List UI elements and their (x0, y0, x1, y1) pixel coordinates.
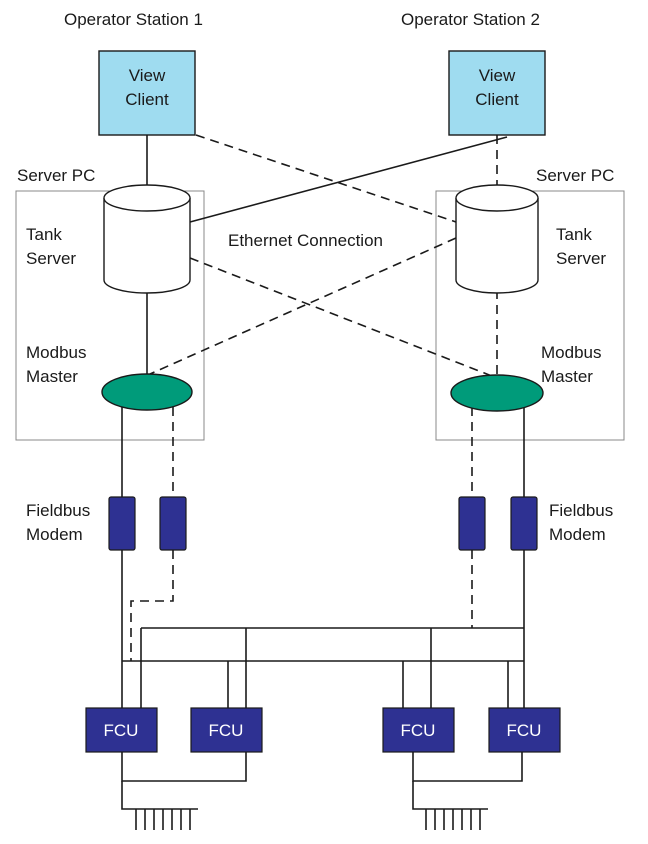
bus-left-dashed (130, 407, 174, 661)
field-bus-left-tail (121, 781, 198, 810)
tank-server-right-icon (455, 184, 539, 294)
view-client-2-line2: Client (475, 90, 519, 109)
tank-server-right-line1: Tank (556, 225, 592, 244)
fcu-3-label: FCU (401, 721, 436, 740)
field-instruments-left (135, 809, 191, 830)
view-client-2: View Client (448, 50, 546, 136)
fcu-2: FCU (190, 707, 263, 753)
tank-server-right-line2: Server (556, 249, 606, 268)
fieldbus-modem-right-primary (510, 496, 538, 551)
modbus-master-right-icon (450, 374, 544, 412)
fieldbus-modem-left-line2: Modem (26, 525, 83, 544)
view-client-1-line1: View (129, 66, 166, 85)
server-pc-left-label: Server PC (17, 166, 95, 185)
modbus-master-left-line1: Modbus (26, 343, 86, 362)
operator-station-2-title: Operator Station 2 (401, 10, 540, 29)
link-vc1-tank-right (195, 134, 457, 223)
tank-server-left-line1: Tank (26, 225, 62, 244)
link-tank-right-modbus-left (149, 237, 457, 375)
fieldbus-modem-left-backup (159, 496, 187, 551)
operator-station-1-title: Operator Station 1 (64, 10, 203, 29)
fieldbus-modem-right-line1: Fieldbus (549, 501, 613, 520)
fcu-4-label: FCU (507, 721, 542, 740)
link-tank-left-modbus-right (189, 257, 498, 379)
view-client-1: View Client (98, 50, 196, 136)
field-instruments-right (425, 809, 481, 830)
modbus-master-right-line2: Master (541, 367, 593, 386)
link-vc2-tank-left (189, 136, 508, 223)
drop-fcu2 (227, 628, 247, 708)
field-bus-right-tail (412, 781, 488, 810)
drop-fcu3 (402, 628, 432, 708)
fieldbus-modem-left-primary (108, 496, 136, 551)
fcu-3: FCU (382, 707, 455, 753)
fcu-left-bottom-link (121, 752, 247, 782)
fcu-right-bottom-link (412, 752, 523, 782)
modbus-master-right-line1: Modbus (541, 343, 601, 362)
tank-server-left-line2: Server (26, 249, 76, 268)
fcu-1-label: FCU (104, 721, 139, 740)
modbus-master-left-icon (101, 373, 193, 411)
view-client-1-line2: Client (125, 90, 169, 109)
fieldbus-modem-right-line2: Modem (549, 525, 606, 544)
ethernet-connection-label: Ethernet Connection (228, 231, 383, 250)
view-client-2-line1: View (479, 66, 516, 85)
fcu-4: FCU (488, 707, 561, 753)
fieldbus-modem-left-line1: Fieldbus (26, 501, 90, 520)
server-pc-right-label: Server PC (536, 166, 614, 185)
fieldbus-modem-right-backup (458, 496, 486, 551)
fcu-2-label: FCU (209, 721, 244, 740)
tank-server-left-icon (103, 184, 191, 294)
modbus-master-left-line2: Master (26, 367, 78, 386)
fcu-1: FCU (85, 707, 158, 753)
